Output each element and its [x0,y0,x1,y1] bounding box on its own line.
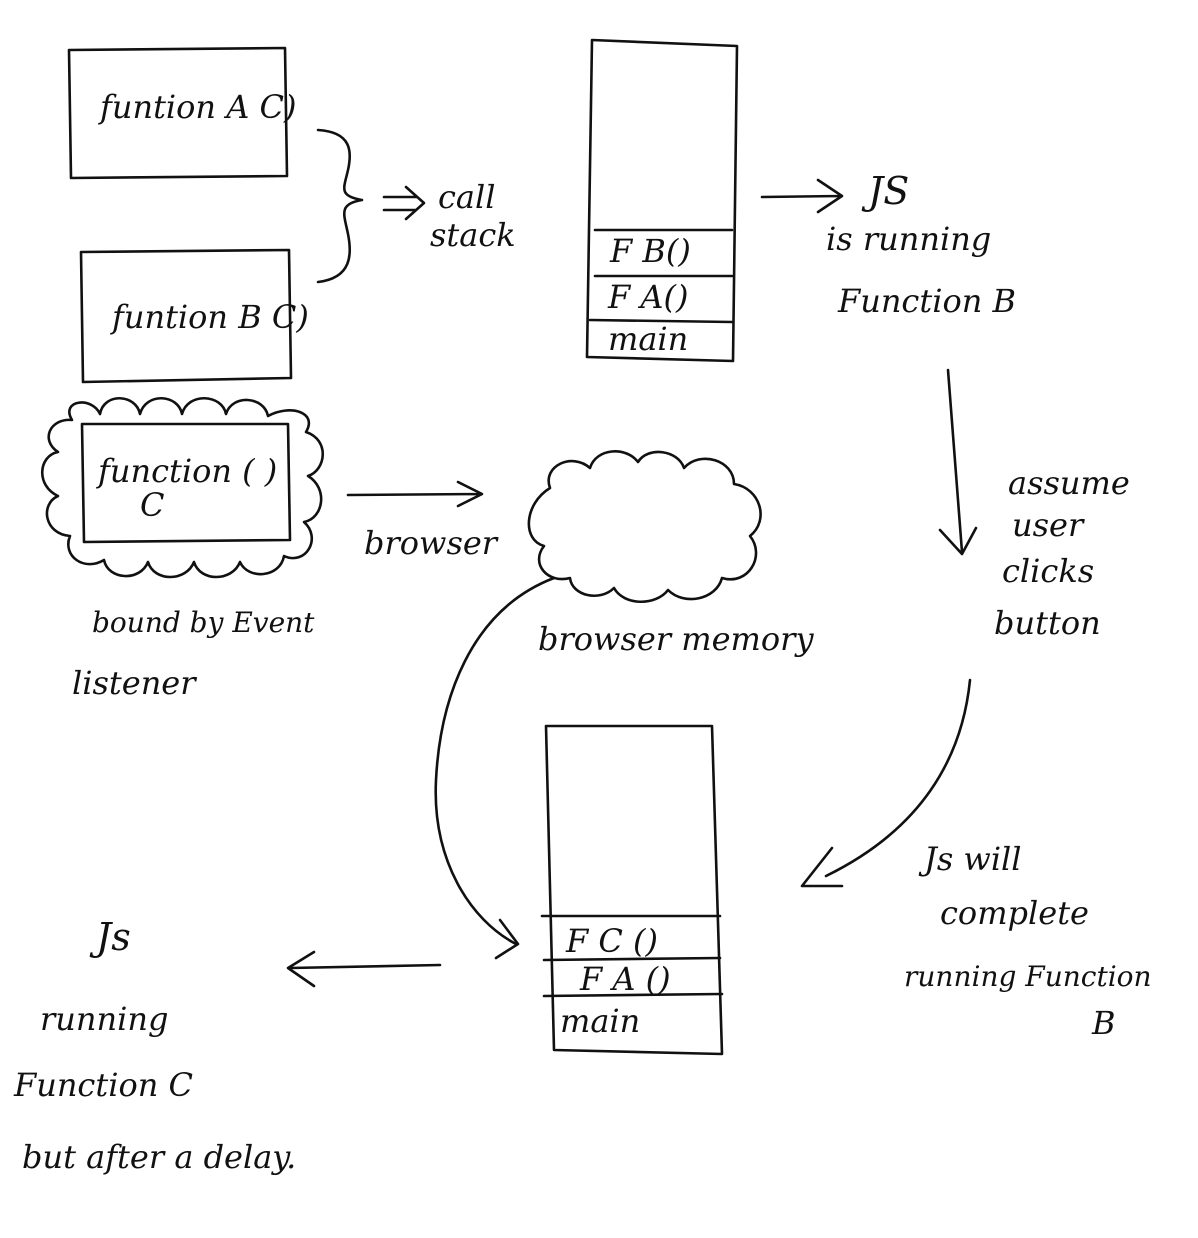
js-running-c-line2: running [40,1000,168,1038]
js-running-c-line4: but after a delay. [22,1138,296,1176]
bound-label-line2: listener [72,664,197,702]
function-c-cloud: function ( ) C [41,397,324,579]
function-b-label: funtion B C) [110,298,309,336]
js-complete-line3: running Function [904,960,1152,993]
call-stack-bottom: F C () F A () main [540,724,724,1056]
assume-line3: clicks [1002,552,1094,590]
assume-line1: assume [1008,464,1130,502]
function-c-label-line2: C [140,486,164,524]
call-label: call [438,178,495,216]
assume-line2: user [1012,506,1085,544]
arrow-left-icon [286,950,442,988]
stack-label: stack [430,216,516,254]
arrow-right-icon [760,178,844,214]
curly-brace [316,128,364,284]
stack-top-frame-2: F A() [607,278,688,316]
bound-label-line1: bound by Event [92,606,315,639]
function-b-box: funtion B C) [79,248,309,384]
stack-bottom-frame-3: main [560,1002,640,1040]
function-c-label-line1: function ( ) [96,452,277,490]
browser-label: browser [364,524,499,562]
stack-top-frame-3: main [608,320,688,358]
assume-line4: button [994,604,1101,642]
curved-arrow-left-icon [800,678,972,888]
arrow-right-browser-icon [346,480,484,508]
double-arrow-icon [382,185,426,221]
stack-top-frame-1: F B() [609,232,691,270]
js-running-c-line3: Function C [13,1066,193,1104]
stack-bottom-frame-2: F A () [579,960,671,998]
arrow-down-icon [938,368,978,556]
js-complete-line4: B [1091,1004,1116,1042]
function-a-box: funtion A C) [67,46,296,180]
js-running-b-line2: is running [826,220,991,258]
call-stack-top: F B() F A() main [585,38,739,363]
js-complete-line2: complete [940,894,1089,932]
browser-memory-label: browser memory [538,620,814,658]
stack-bottom-frame-1: F C () [565,922,658,960]
function-a-label: funtion A C) [98,88,296,126]
js-running-b-line3: Function B [837,282,1016,320]
curved-arrow-icon [434,576,556,960]
js-running-c-line1: Js [89,915,131,959]
browser-memory-cloud [527,450,762,603]
js-complete-line1: Js will [918,840,1022,878]
js-running-b-line1: JS [861,169,909,213]
